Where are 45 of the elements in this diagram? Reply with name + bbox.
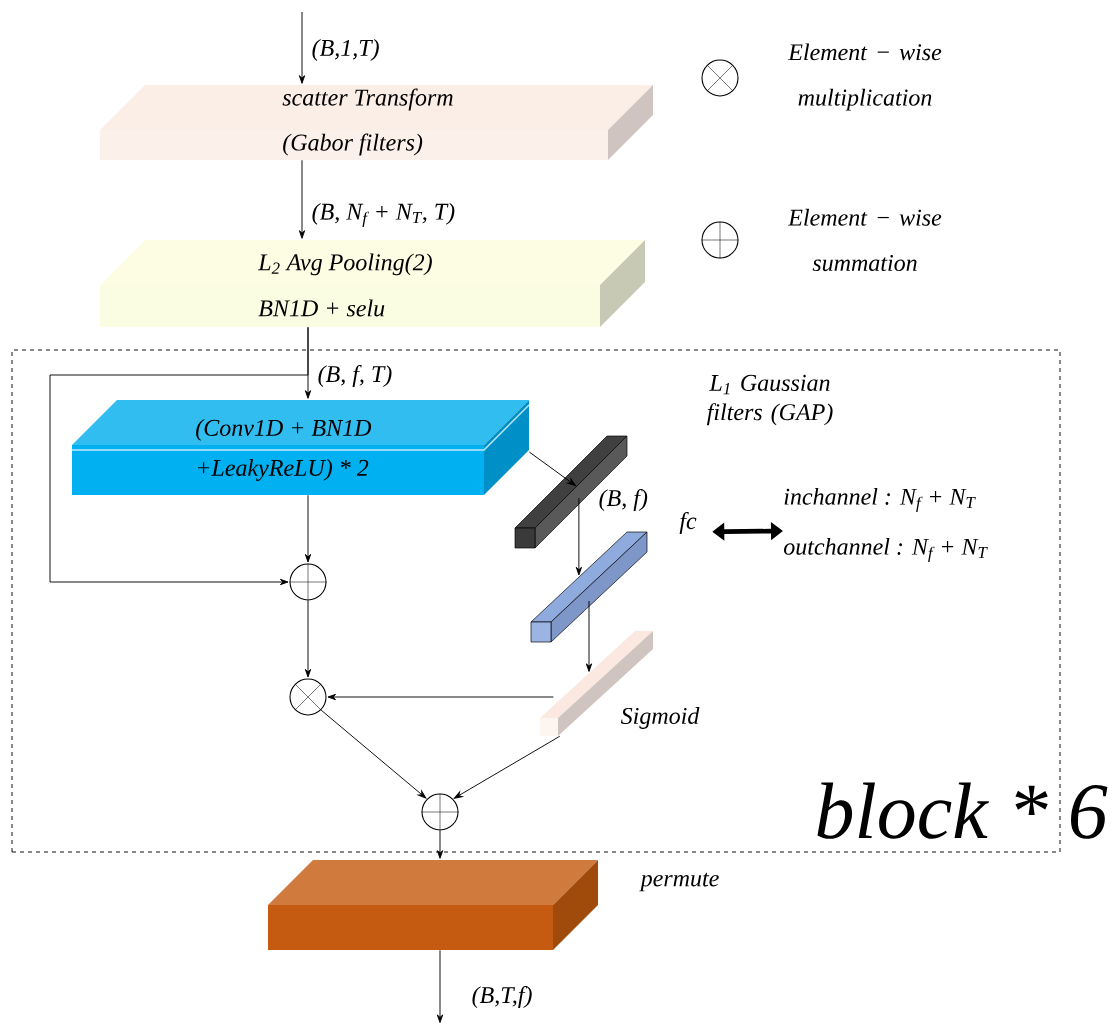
arrow [298, 159, 306, 239]
arrow [304, 494, 312, 563]
operator-circle [289, 563, 327, 601]
arrow [436, 830, 444, 859]
operator-circle [421, 793, 459, 831]
layer-caption: L$_{1}$ Gaussian filters (GAP) [706, 374, 833, 426]
arrow [327, 693, 554, 701]
layer-label: (Conv1D + BN1D +LeakyReLU) * 2 [196, 419, 372, 481]
edge-label: (B,T,f) [470, 984, 534, 1010]
node-label: scatter Transform [282, 88, 453, 111]
arrow [320, 709, 427, 799]
edge-label: (B, f) [597, 487, 650, 513]
block-label: block * 6 [817, 782, 1108, 839]
layer-slab [100, 85, 653, 160]
channel-text: inchannel : N$_{f}$ + N$_{T}$ outchannel : N$_{f}$ + N$_{T}$ [784, 487, 988, 563]
layer-label: scatter Transform (Gabor filters) [282, 88, 453, 156]
node-label: L$_{2}$ Avg Pooling(2) [258, 253, 432, 276]
layer-slab [268, 860, 598, 950]
arrow [436, 949, 444, 1024]
arrow [298, 11, 306, 84]
legend-text: Element − wise multiplication [788, 43, 942, 111]
legend-text: Element − wise summation [788, 208, 942, 272]
arrow [304, 600, 312, 678]
layer-bar [514, 435, 628, 549]
edge-label: (B,1,T) [310, 37, 381, 63]
node-label: (Conv1D + BN1D [196, 419, 372, 441]
operator-circle [289, 678, 327, 716]
arrow [453, 735, 561, 799]
layer-slab [71, 400, 530, 495]
edge-label: (B, N$_{f}$ + N$_{T}$, T) [310, 201, 457, 229]
arrow [49, 326, 309, 586]
dashed-frame [11, 349, 1061, 853]
node-label: BN1D + selu [258, 299, 385, 317]
layer-label: L$_{2}$ Avg Pooling(2) BN1D + selu [258, 253, 432, 317]
arrow [528, 451, 576, 486]
layer-slab [100, 240, 645, 327]
layer-bar [530, 531, 648, 643]
layer-caption: permute [639, 872, 719, 892]
arrow [585, 600, 593, 672]
node-label: +LeakyReLU) * 2 [198, 459, 369, 481]
layer-caption: Sigmoid [620, 707, 700, 729]
node-label: (Gabor filters) [283, 133, 423, 156]
layer-caption: fc [679, 512, 697, 534]
edge-label: (B, f, T) [316, 363, 394, 389]
arrow [575, 497, 582, 576]
